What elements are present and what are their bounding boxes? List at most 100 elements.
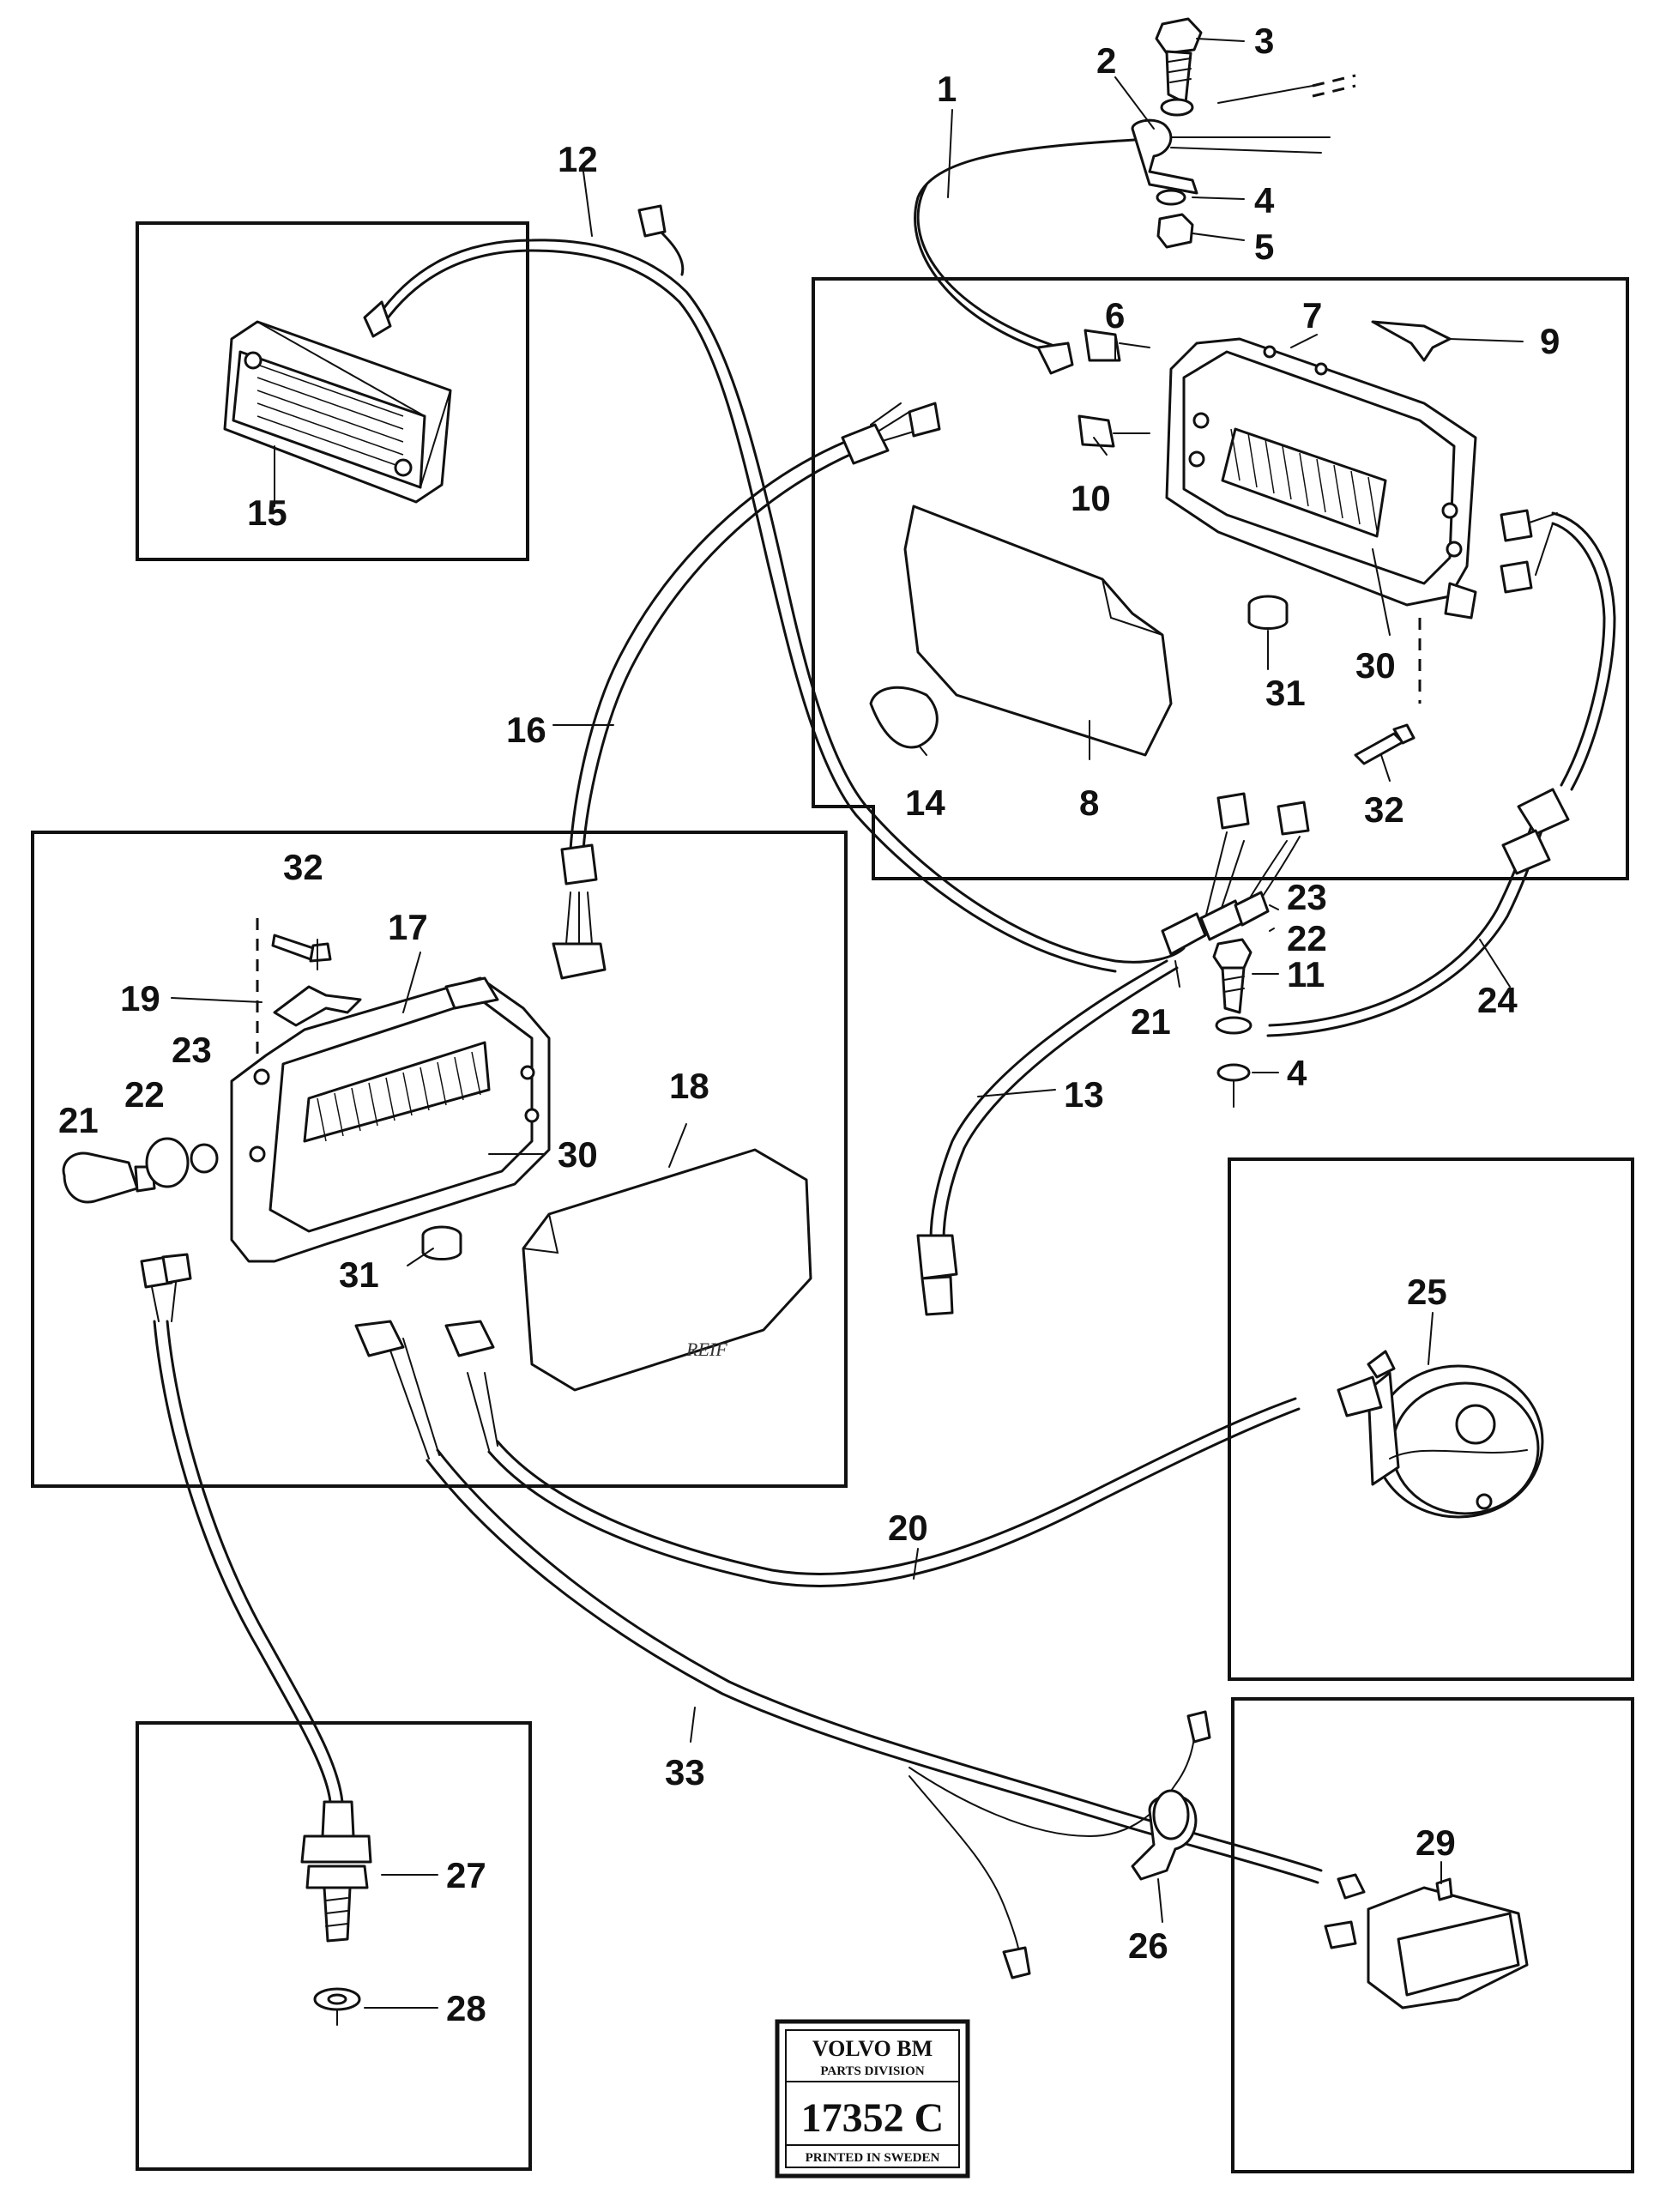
callout-3: 3 <box>1254 21 1274 61</box>
callout-4: 4 <box>1254 180 1275 221</box>
cable-13 <box>929 959 1168 1242</box>
parts: REIF <box>62 17 1570 2026</box>
inset-frames <box>31 221 1634 2173</box>
frame-rear-lamp <box>1231 1697 1634 2173</box>
stamp-division: PARTS DIVISION <box>820 2064 924 2078</box>
callout-16: 16 <box>506 710 546 750</box>
callout-5: 5 <box>1254 227 1274 267</box>
callout-15: 15 <box>247 493 287 533</box>
stamp-brand: VOLVO BM <box>812 2036 933 2061</box>
cable-12b <box>383 249 1117 973</box>
rear-fuse-box <box>230 976 551 1263</box>
callout-23: 23 <box>1287 877 1327 917</box>
callout-32: 32 <box>1364 789 1404 830</box>
panel-note: REIF <box>685 1339 727 1360</box>
fasteners-top <box>1131 17 1203 249</box>
callout-8: 8 <box>1079 783 1099 823</box>
callout-17: 17 <box>388 907 428 947</box>
callout-6: 6 <box>1105 295 1125 335</box>
fuse-holders <box>1036 329 1150 448</box>
pins-32 <box>256 723 1416 1090</box>
callout-25: 25 <box>1407 1272 1447 1312</box>
wires-24-top <box>1526 512 1558 576</box>
wire-3a <box>1217 85 1313 104</box>
callout-19: 19 <box>120 978 160 1018</box>
wire-33-branch-a <box>908 1737 1195 1838</box>
callout-21-second: 21 <box>58 1100 99 1140</box>
cable-24-up2 <box>1551 511 1616 791</box>
callout-18: 18 <box>669 1066 709 1106</box>
cable-1b <box>916 183 1053 347</box>
callout-23-second: 23 <box>172 1030 212 1070</box>
callout-24: 24 <box>1477 980 1518 1020</box>
callout-2: 2 <box>1096 40 1116 81</box>
wires-33-top <box>385 1338 440 1460</box>
clip-26 <box>1131 1789 1198 1881</box>
cable-16 <box>569 440 847 851</box>
callout-28: 28 <box>446 1988 486 2028</box>
callout-7: 7 <box>1302 295 1322 335</box>
parts-stamp: VOLVO BM PARTS DIVISION 17352 C PRINTED … <box>775 2019 970 2179</box>
side-lamp <box>223 300 452 504</box>
wire-3-dash2 <box>1312 84 1356 98</box>
wire-2b <box>1170 147 1322 154</box>
callout-22: 22 <box>1287 918 1327 958</box>
callout-32-second: 32 <box>283 847 323 887</box>
callout-22-second: 22 <box>124 1074 165 1115</box>
callout-14: 14 <box>905 783 945 823</box>
callout-4-second: 4 <box>1287 1053 1307 1093</box>
callout-31-second: 31 <box>339 1254 379 1295</box>
cable-12-branch <box>659 230 685 276</box>
cable-16b <box>582 451 855 851</box>
callout-1: 1 <box>937 69 957 109</box>
bundle-sleeve <box>1161 891 1270 956</box>
cable-27b <box>166 1320 344 1804</box>
callout-26: 26 <box>1128 1925 1168 1966</box>
front-fuse-box <box>1165 337 1477 704</box>
knob-14 <box>869 686 939 749</box>
cover-8 <box>903 505 1173 757</box>
callout-10: 10 <box>1071 478 1111 518</box>
cable-13b <box>942 966 1179 1242</box>
cable-20 <box>496 1397 1297 1575</box>
rear-fasteners <box>62 1137 219 1204</box>
wires-16-bottom <box>565 891 593 945</box>
cable-20b <box>487 1407 1301 1587</box>
cable-12 <box>374 239 1186 964</box>
frame-sensor <box>136 1721 532 2171</box>
callout-12: 12 <box>558 139 598 179</box>
callout-numbers: 1 2 3 4 5 6 7 8 9 10 11 12 13 14 15 16 1… <box>58 21 1560 2028</box>
callout-27: 27 <box>446 1855 486 1895</box>
clip-19 <box>273 985 362 1027</box>
callout-29: 29 <box>1416 1822 1456 1863</box>
cable-27 <box>153 1320 332 1804</box>
cable-33 <box>436 1448 1323 1872</box>
wires-bundle-up <box>1200 831 1301 936</box>
sensor-27 <box>300 1800 372 2026</box>
frame-rear-box <box>31 831 848 1488</box>
cable-1 <box>914 137 1151 355</box>
terminals <box>140 204 1533 1979</box>
grommets-31 <box>421 595 1289 1260</box>
callout-30-second: 30 <box>558 1134 598 1175</box>
frame-front-box <box>812 277 1629 880</box>
wire-33-branch-b <box>908 1775 1020 1953</box>
callout-33: 33 <box>665 1752 705 1792</box>
callout-20: 20 <box>888 1508 928 1548</box>
frame-gauge <box>1228 1157 1634 1681</box>
bolt-11 <box>1212 938 1253 1108</box>
cable-sleeves <box>552 423 1570 1316</box>
cable-33b <box>426 1459 1319 1884</box>
cable-24-up <box>1551 522 1606 787</box>
frame-side-lamp <box>136 221 529 561</box>
callout-13: 13 <box>1064 1074 1104 1115</box>
callout-21: 21 <box>1131 1001 1171 1042</box>
callout-9: 9 <box>1540 321 1560 361</box>
panel-18: REIF <box>522 1148 812 1392</box>
clip-9 <box>1371 320 1452 362</box>
wire-3-dash <box>1312 74 1356 88</box>
callout-31: 31 <box>1265 673 1306 713</box>
wires-20-top <box>467 1372 498 1451</box>
callout-30: 30 <box>1355 645 1396 686</box>
